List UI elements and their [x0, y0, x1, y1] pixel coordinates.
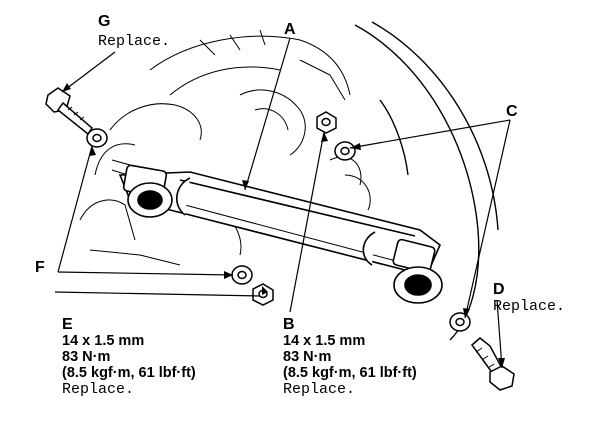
bushings: [127, 182, 443, 304]
callout-e-torque-alt: (8.5 kgf·m, 61 lbf·ft): [62, 365, 196, 381]
bolt-b: [316, 111, 337, 134]
callout-b-letter: B: [283, 316, 295, 333]
callout-e-size: 14 x 1.5 mm: [62, 333, 145, 349]
washer-c-upper: [334, 141, 356, 161]
callout-a-letter: A: [284, 21, 296, 38]
callout-d-letter: D: [493, 281, 505, 298]
callout-g-note: Replace.: [98, 33, 171, 50]
washer-f-lower: [231, 265, 253, 285]
wheel-rim: [354, 21, 499, 341]
callout-d-note: Replace.: [493, 298, 566, 315]
callout-e-letter: E: [62, 316, 73, 333]
callout-b-torque: 83 N·m: [283, 349, 332, 365]
leader-e: [54, 291, 261, 297]
leader-lines: [57, 37, 511, 369]
callout-b-size: 14 x 1.5 mm: [283, 333, 366, 349]
lower-arm: [118, 164, 441, 274]
callout-f-letter: F: [35, 259, 45, 276]
callout-b-torque-alt: (8.5 kgf·m, 61 lbf·ft): [283, 365, 417, 381]
callout-b-note: Replace.: [283, 381, 356, 398]
callout-c-letter: C: [506, 103, 518, 120]
callout-e-note: Replace.: [62, 381, 135, 398]
callout-e-torque: 83 N·m: [62, 349, 111, 365]
bolt-g: [45, 87, 93, 136]
callout-g-letter: G: [98, 13, 111, 30]
washer-f-upper: [86, 128, 108, 148]
washer-c-lower: [449, 312, 471, 332]
bolt-d: [470, 337, 515, 391]
arrowheads: [62, 83, 505, 368]
